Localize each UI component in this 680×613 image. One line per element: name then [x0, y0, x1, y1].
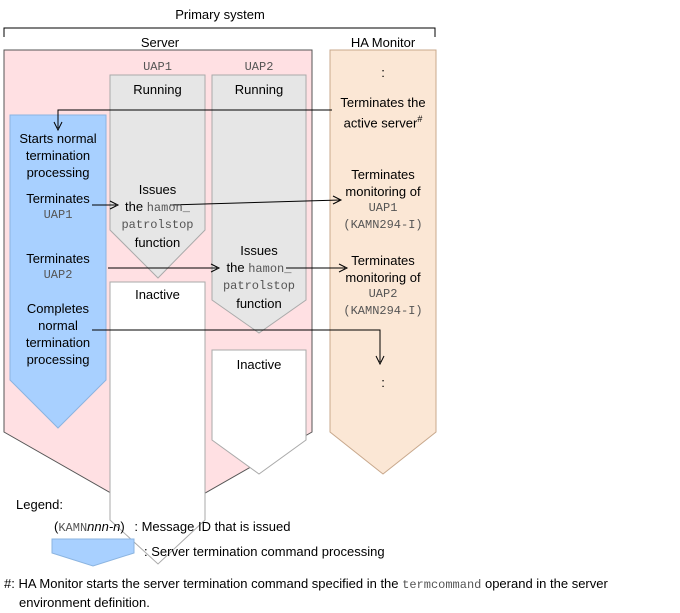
- terminate-active-mark: #: [417, 114, 423, 124]
- footnote-line2: environment definition.: [19, 595, 150, 610]
- command-complete-line4: processing: [26, 352, 90, 367]
- command-term1-line1: Terminates: [26, 191, 90, 206]
- footnote-mark: #:: [4, 576, 15, 591]
- uap1-inactive-shape: [109, 281, 206, 565]
- mon2-line4: (KAMN294-I): [343, 304, 423, 318]
- footnote-code: termcommand: [402, 578, 482, 592]
- footnote: #: HA Monitor starts the server terminat…: [4, 575, 676, 611]
- legend-msg-code: KAMN: [58, 521, 88, 535]
- legend-msg-desc: : Message ID that is issued: [134, 519, 291, 534]
- hamonitor-panel: [329, 49, 437, 475]
- mon2-line3: UAP2: [368, 287, 398, 301]
- uap2-issue-line4: function: [236, 296, 282, 311]
- command-complete-line1: Completes: [26, 301, 90, 316]
- command-start-line1: Starts normal: [19, 131, 97, 146]
- server-label: Server: [140, 35, 180, 50]
- mon1-line4: (KAMN294-I): [343, 218, 423, 232]
- legend-command-desc: : Server termination command processing: [144, 544, 385, 559]
- command-start-line3: processing: [26, 165, 90, 180]
- hamonitor-label: HA Monitor: [350, 35, 416, 50]
- command-processing-shape: [9, 114, 107, 429]
- uap1-issue-line2: the hamon_: [110, 198, 205, 217]
- mon2-line2: monitoring of: [345, 270, 421, 285]
- footnote-text1: HA Monitor starts the server termination…: [18, 576, 403, 591]
- uap1-issue-func-a: hamon_: [146, 201, 190, 215]
- mon1-line3: UAP1: [368, 201, 398, 215]
- uap1-issue-line4: function: [134, 235, 181, 250]
- mon1-line1: Terminates: [351, 167, 415, 182]
- legend-title: Legend:: [16, 497, 63, 512]
- uap2-issue-line3: patrolstop: [222, 279, 295, 293]
- arrow-issue1-monitor: [169, 199, 341, 206]
- footnote-line1: #: HA Monitor starts the server terminat…: [4, 575, 676, 594]
- uap2-inactive-shape: [211, 349, 307, 475]
- hamonitor-terminate-active: Terminates the active server#: [330, 94, 436, 131]
- hamonitor-dots-top: :: [381, 65, 385, 80]
- uap2-issue-text: Issues the hamon_ patrolstop function: [212, 242, 306, 312]
- command-start-text: Starts normal termination processing: [10, 130, 106, 181]
- uap1-issue-the: the: [125, 199, 147, 214]
- uap2-running-label: Running: [234, 82, 284, 97]
- legend-command-shape: [51, 538, 135, 567]
- uap2-running-shape: [211, 74, 307, 334]
- command-start-line2: termination: [25, 148, 91, 163]
- arrow-complete: [92, 329, 381, 362]
- command-complete-line3: termination: [25, 335, 91, 350]
- command-complete-line2: normal: [38, 318, 78, 333]
- primary-system-bracket: [3, 27, 436, 37]
- mon2-line1: Terminates: [351, 253, 415, 268]
- legend-msg-open: (: [54, 519, 59, 534]
- primary-system-title: Primary system: [175, 7, 265, 22]
- legend-message-id: (KAMNnnn-n) : Message ID that is issued: [54, 518, 290, 537]
- command-complete-text: Completes normal termination processing: [10, 300, 106, 368]
- uap1-running-label: Running: [133, 82, 182, 97]
- legend-msg-italic: nnn-n: [87, 519, 121, 534]
- hamonitor-monitor-uap1: Terminates monitoring of UAP1 (KAMN294-I…: [330, 166, 436, 234]
- command-term1-text: Terminates UAP1: [10, 190, 106, 224]
- terminate-active-line1: Terminates the: [340, 95, 426, 110]
- command-term2-line2: UAP2: [43, 268, 73, 282]
- uap2-issue-the: the: [226, 260, 249, 275]
- uap2-issue-func-a: hamon_: [248, 262, 292, 276]
- uap1-issue-line1: Issues: [138, 182, 177, 197]
- uap2-label: UAP2: [244, 60, 274, 74]
- uap1-inactive-label: Inactive: [135, 287, 180, 302]
- legend-msg-close: ): [120, 519, 125, 534]
- hamonitor-dots-bottom: :: [381, 375, 385, 390]
- uap1-issue-text: Issues the hamon_ patrolstop function: [110, 181, 205, 251]
- arrow-terminate-active: [57, 109, 332, 128]
- footnote-text2: operand in the server: [481, 576, 608, 591]
- terminate-active-text: active server: [343, 115, 418, 131]
- terminate-active-line2: active server#: [330, 111, 436, 131]
- uap1-label: UAP1: [143, 60, 172, 74]
- hamonitor-monitor-uap2: Terminates monitoring of UAP2 (KAMN294-I…: [330, 252, 436, 320]
- uap1-issue-line3: patrolstop: [121, 218, 194, 232]
- uap2-issue-line1: Issues: [240, 243, 278, 258]
- command-term2-line1: Terminates: [26, 251, 90, 266]
- mon1-line2: monitoring of: [345, 184, 421, 199]
- uap2-issue-line2: the hamon_: [212, 259, 306, 278]
- command-term2-text: Terminates UAP2: [10, 250, 106, 284]
- command-term1-line2: UAP1: [43, 208, 73, 222]
- uap2-inactive-label: Inactive: [236, 357, 282, 372]
- uap1-running-shape: [109, 74, 206, 279]
